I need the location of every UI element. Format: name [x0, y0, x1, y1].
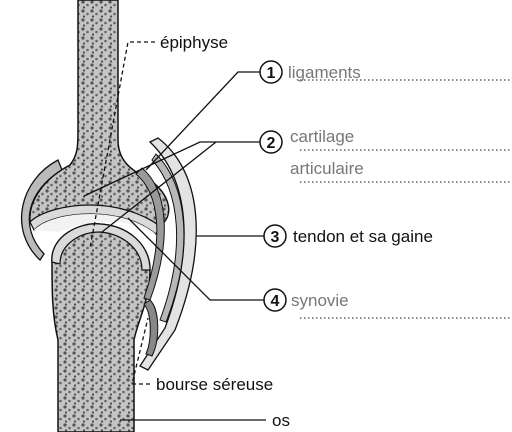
label-cartilage: cartilage	[290, 127, 354, 146]
marker-3: 3	[264, 225, 286, 247]
svg-text:3: 3	[271, 229, 280, 246]
label-ligaments: ligaments	[288, 63, 361, 82]
label-epiphyse: épiphyse	[160, 33, 228, 52]
upper-bone	[30, 0, 169, 226]
label-tendon: tendon et sa gaine	[293, 227, 433, 246]
marker-2: 2	[260, 131, 282, 153]
lower-bone	[52, 224, 150, 432]
label-bourse: bourse séreuse	[156, 375, 273, 394]
label-articulaire: articulaire	[290, 159, 364, 178]
label-synovie: synovie	[291, 291, 349, 310]
marker-1: 1	[260, 61, 282, 83]
svg-text:4: 4	[271, 293, 280, 310]
label-os: os	[272, 411, 290, 430]
synovial-bursa	[144, 300, 158, 356]
svg-text:2: 2	[267, 135, 276, 152]
svg-text:1: 1	[267, 65, 276, 82]
marker-4: 4	[264, 289, 286, 311]
